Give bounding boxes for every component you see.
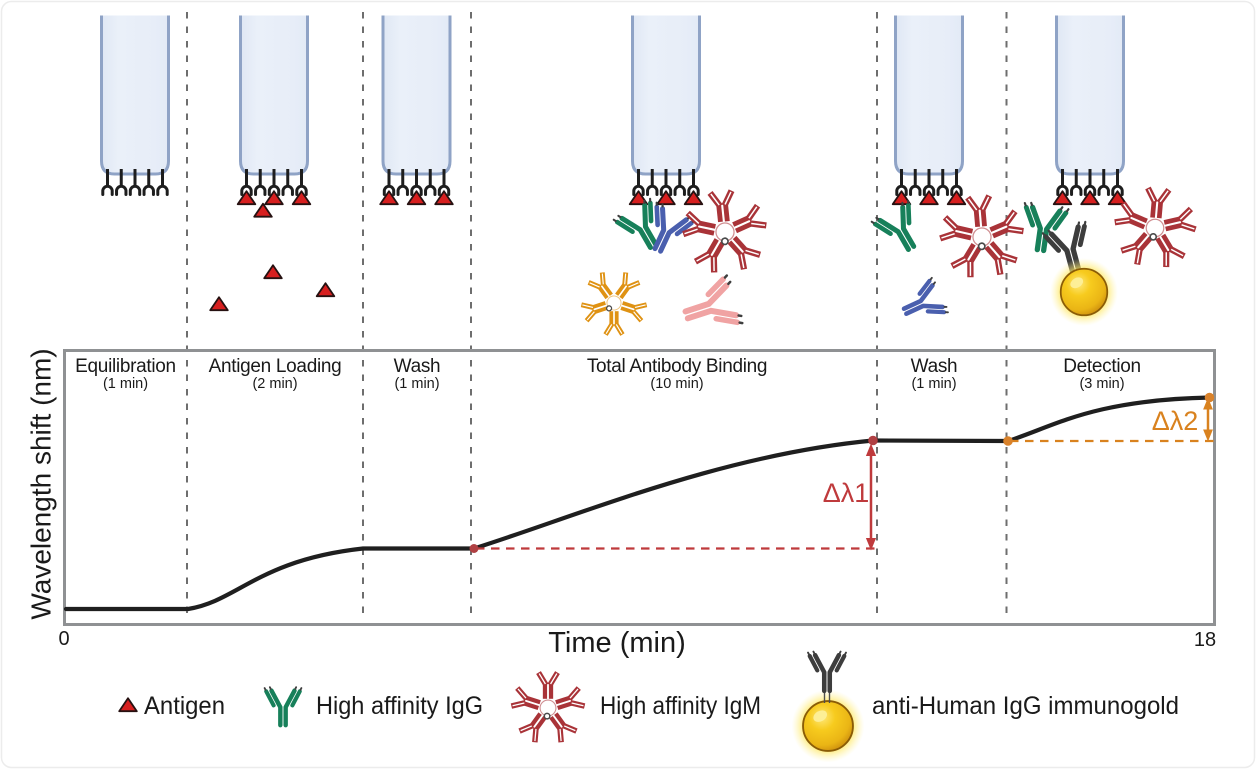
svg-text:Equilibration: Equilibration bbox=[75, 356, 176, 377]
svg-text:Antigen: Antigen bbox=[144, 692, 225, 720]
svg-text:18: 18 bbox=[1194, 629, 1216, 651]
svg-text:0: 0 bbox=[58, 628, 69, 650]
svg-text:anti-Human IgG immunogold: anti-Human IgG immunogold bbox=[872, 692, 1179, 720]
svg-text:(2 min): (2 min) bbox=[252, 376, 297, 392]
svg-text:Detection: Detection bbox=[1063, 356, 1141, 377]
svg-text:(1 min): (1 min) bbox=[394, 376, 439, 392]
svg-text:Total Antibody Binding: Total Antibody Binding bbox=[587, 356, 767, 377]
svg-text:(3 min): (3 min) bbox=[1079, 376, 1124, 392]
svg-text:Wash: Wash bbox=[394, 356, 441, 377]
svg-text:Time (min): Time (min) bbox=[548, 627, 685, 659]
svg-text:Wavelength shift (nm): Wavelength shift (nm) bbox=[26, 348, 57, 619]
svg-text:High affinity IgM: High affinity IgM bbox=[600, 692, 761, 720]
svg-text:High affinity IgG: High affinity IgG bbox=[316, 692, 483, 720]
svg-text:(1 min): (1 min) bbox=[103, 376, 148, 392]
svg-text:Δλ2: Δλ2 bbox=[1152, 406, 1199, 436]
svg-text:(10 min): (10 min) bbox=[650, 376, 703, 392]
svg-text:Wash: Wash bbox=[911, 356, 958, 377]
svg-text:(1 min): (1 min) bbox=[911, 376, 956, 392]
svg-text:Antigen Loading: Antigen Loading bbox=[209, 356, 342, 377]
svg-text:Δλ1: Δλ1 bbox=[823, 478, 870, 508]
